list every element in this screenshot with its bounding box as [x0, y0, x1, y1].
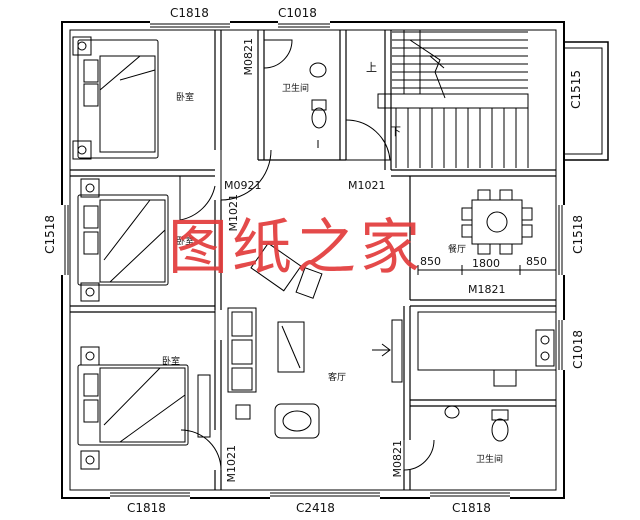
room-label-wc-bottom: 卫生间 — [476, 455, 504, 465]
dimension-1800: 1800 — [472, 257, 500, 270]
room-label-bedroom3: 卧室 — [162, 357, 181, 367]
window-label-right-dining: C1518 — [571, 215, 585, 254]
door-label-stair: M1021 — [348, 179, 386, 192]
door-label-kitchen: M1821 — [468, 283, 506, 296]
window-label-right-kitchen: C1018 — [571, 330, 585, 369]
door-label-wc-bottom: M0821 — [391, 440, 404, 478]
window-label-bottom-mid: C2418 — [296, 501, 335, 515]
window-bottom-left — [110, 492, 190, 500]
door-label-bedroom2: M0921 — [224, 179, 262, 192]
stair-up-label: 上 — [366, 61, 377, 74]
door-label-bedroom3: M1021 — [225, 445, 238, 483]
stair-down-label: 下 — [390, 125, 401, 138]
room-label-bedroom2: 卧室 — [176, 237, 195, 247]
window-bottom-mid — [270, 492, 380, 500]
outer-wall-inner — [69, 29, 557, 491]
room-label-bedroom1: 卧室 — [176, 93, 195, 103]
window-label-top-left: C1818 — [170, 6, 209, 20]
window-label-left-mid: C1518 — [43, 215, 57, 254]
kitchen-counter — [417, 311, 557, 387]
room-label-living: 客厅 — [328, 373, 347, 383]
window-label-bottom-left: C1818 — [127, 501, 166, 515]
tv-cabinet — [391, 319, 403, 383]
bed-3 — [77, 346, 211, 470]
staircase — [377, 30, 529, 168]
living-sofa — [227, 242, 323, 439]
window-top-mid — [278, 20, 330, 28]
window-top-left — [150, 20, 230, 28]
room-label-dining: 餐厅 — [448, 245, 467, 255]
bed-2 — [77, 178, 169, 302]
door-label-wc-top: M0821 — [242, 38, 255, 76]
stair-balcony — [564, 41, 609, 161]
window-label-right-stair: C1515 — [569, 70, 583, 109]
watermark-text: 图纸之家 — [168, 213, 424, 283]
interior-walls — [70, 30, 556, 490]
dimension-850-left: 850 — [420, 255, 441, 268]
wc-bottom-fixtures — [444, 405, 509, 442]
dimension-line — [417, 265, 557, 275]
window-right-kitchen — [558, 320, 566, 370]
bed-1 — [72, 36, 159, 160]
wc-top-fixtures — [309, 62, 327, 148]
dimension-850-right: 850 — [526, 255, 547, 268]
window-label-bottom-right: C1818 — [452, 501, 491, 515]
window-right-dining — [558, 205, 566, 275]
door-swings — [179, 39, 435, 471]
window-label-top-mid: C1018 — [278, 6, 317, 20]
window-bottom-right — [430, 492, 510, 500]
window-left-mid — [60, 205, 69, 275]
dining-table — [461, 189, 533, 255]
room-label-wc-top: 卫生间 — [282, 84, 310, 94]
